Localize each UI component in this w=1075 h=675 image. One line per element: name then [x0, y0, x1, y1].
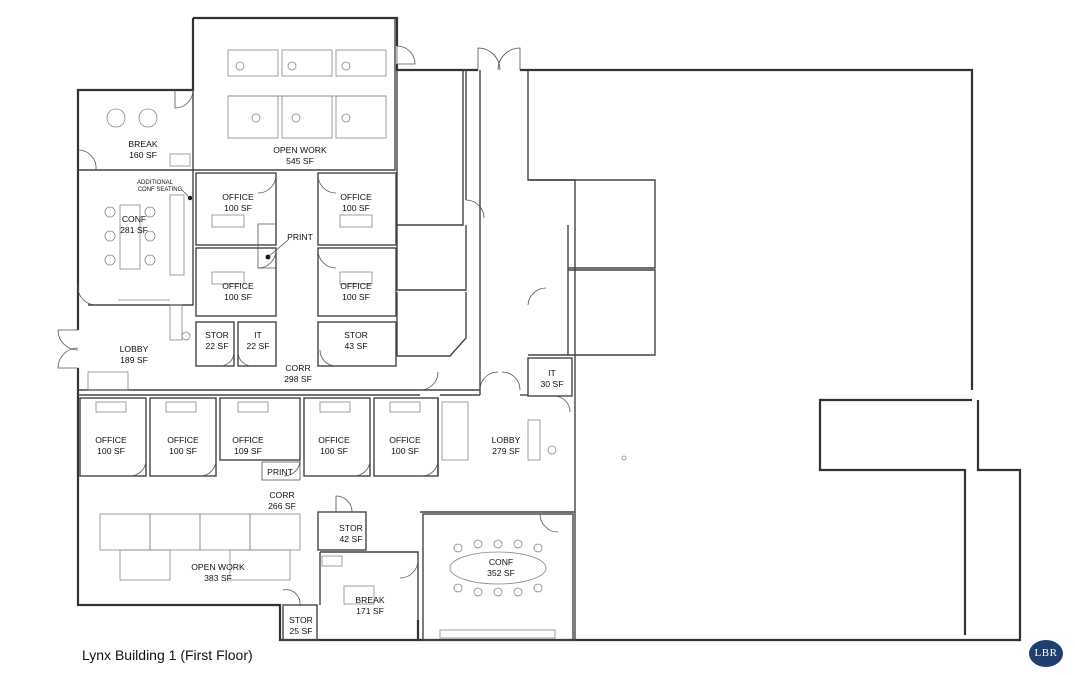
- room-area: 100 SF: [169, 446, 197, 456]
- room-label: OFFICE: [232, 435, 264, 445]
- room-label: IT: [254, 330, 262, 340]
- room-area: 100 SF: [391, 446, 419, 456]
- additional-seating-label: CONF SEATING: [138, 187, 183, 193]
- room-label: OFFICE: [318, 435, 350, 445]
- room-area: 100 SF: [342, 203, 370, 213]
- room-area: 100 SF: [224, 292, 252, 302]
- room-area: 30 SF: [541, 379, 564, 389]
- room-area: 109 SF: [234, 446, 262, 456]
- room-area: 100 SF: [97, 446, 125, 456]
- furniture: [87, 49, 627, 639]
- room-label: STOR: [344, 330, 368, 340]
- room-label: OFFICE: [167, 435, 199, 445]
- room-area: 383 SF: [204, 573, 232, 583]
- interior-walls: [78, 18, 656, 641]
- room-label: CONF: [122, 214, 146, 224]
- room-label: OFFICE: [340, 192, 372, 202]
- room-label: OFFICE: [389, 435, 421, 445]
- room-area: 22 SF: [206, 341, 229, 351]
- print-label: PRINT: [267, 467, 294, 477]
- room-label: OPEN WORK: [273, 145, 327, 155]
- outer-walls: [76, 16, 1022, 642]
- room-label: CONF: [489, 557, 513, 567]
- room-label: OPEN WORK: [191, 562, 245, 572]
- room-area: 25 SF: [290, 626, 313, 636]
- print-label: PRINT: [287, 232, 314, 242]
- room-label: STOR: [339, 523, 363, 533]
- room-label: OFFICE: [95, 435, 127, 445]
- room-label: BREAK: [128, 139, 157, 149]
- company-logo: LBR: [1029, 640, 1063, 667]
- room-label: OFFICE: [222, 192, 254, 202]
- room-area: 43 SF: [345, 341, 368, 351]
- room-area: 100 SF: [342, 292, 370, 302]
- room-area: 279 SF: [492, 446, 520, 456]
- room-area: 189 SF: [120, 355, 148, 365]
- room-area: 171 SF: [356, 606, 384, 616]
- room-area: 160 SF: [129, 150, 157, 160]
- room-area: 298 SF: [284, 374, 312, 384]
- room-label: STOR: [205, 330, 229, 340]
- additional-seating-label: ADDITIONAL: [137, 180, 174, 186]
- room-label: LOBBY: [120, 344, 149, 354]
- room-label: BREAK: [355, 595, 384, 605]
- room-label: STOR: [289, 615, 313, 625]
- room-label: LOBBY: [492, 435, 521, 445]
- room-label: IT: [548, 368, 556, 378]
- room-area: 100 SF: [224, 203, 252, 213]
- room-labels: BREAK 160 SF OPEN WORK 545 SF CONF 281 S…: [95, 139, 563, 636]
- room-area: 22 SF: [247, 341, 270, 351]
- room-label: OFFICE: [222, 281, 254, 291]
- room-label: CORR: [285, 363, 310, 373]
- room-area: 42 SF: [340, 534, 363, 544]
- room-label: OFFICE: [340, 281, 372, 291]
- plan-title: Lynx Building 1 (First Floor): [82, 647, 253, 663]
- room-area: 100 SF: [320, 446, 348, 456]
- room-area: 545 SF: [286, 156, 314, 166]
- doors: [57, 45, 571, 606]
- room-area: 281 SF: [120, 225, 148, 235]
- room-area: 352 SF: [487, 568, 515, 578]
- room-label: CORR: [269, 490, 294, 500]
- room-area: 266 SF: [268, 501, 296, 511]
